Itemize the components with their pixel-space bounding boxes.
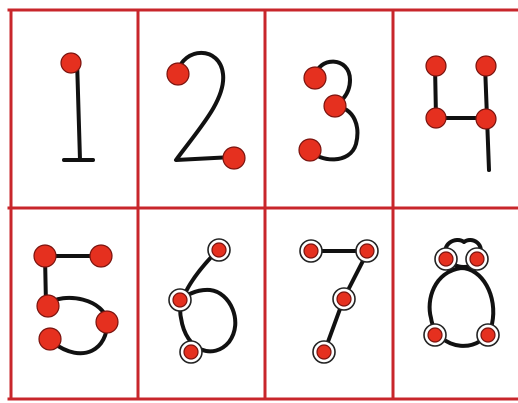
digit-5-dot [34, 245, 56, 267]
digit-5-dot [39, 328, 61, 350]
digit-7-dot [317, 345, 331, 359]
digit-8-dot [439, 252, 453, 266]
digit-3-middle-dot [324, 95, 346, 117]
digit-7-dot [304, 244, 318, 258]
digit-6-dot [173, 293, 187, 307]
digit-6-dot [212, 243, 226, 257]
digit-1-start-dot [61, 53, 81, 73]
digit-4-dot [426, 108, 446, 128]
digit-8-dot [470, 252, 484, 266]
digit-4-dot [476, 109, 496, 129]
digit-5-dot [37, 295, 59, 317]
digit-6-dot [184, 345, 198, 359]
digit-3-start-dot [304, 67, 326, 89]
digit-5-dot [90, 245, 112, 267]
digit-7-dot [337, 292, 351, 306]
digit-7-dot [360, 244, 374, 258]
digit-8-dot [481, 328, 495, 342]
digit-8-dot [428, 328, 442, 342]
digit-5-dot [96, 311, 118, 333]
digit-4-dot [476, 56, 496, 76]
digit-2-start-dot [167, 63, 189, 85]
digit-2-end-dot [223, 147, 245, 169]
digit-4-dot [426, 56, 446, 76]
digit-3-end-dot [299, 139, 321, 161]
